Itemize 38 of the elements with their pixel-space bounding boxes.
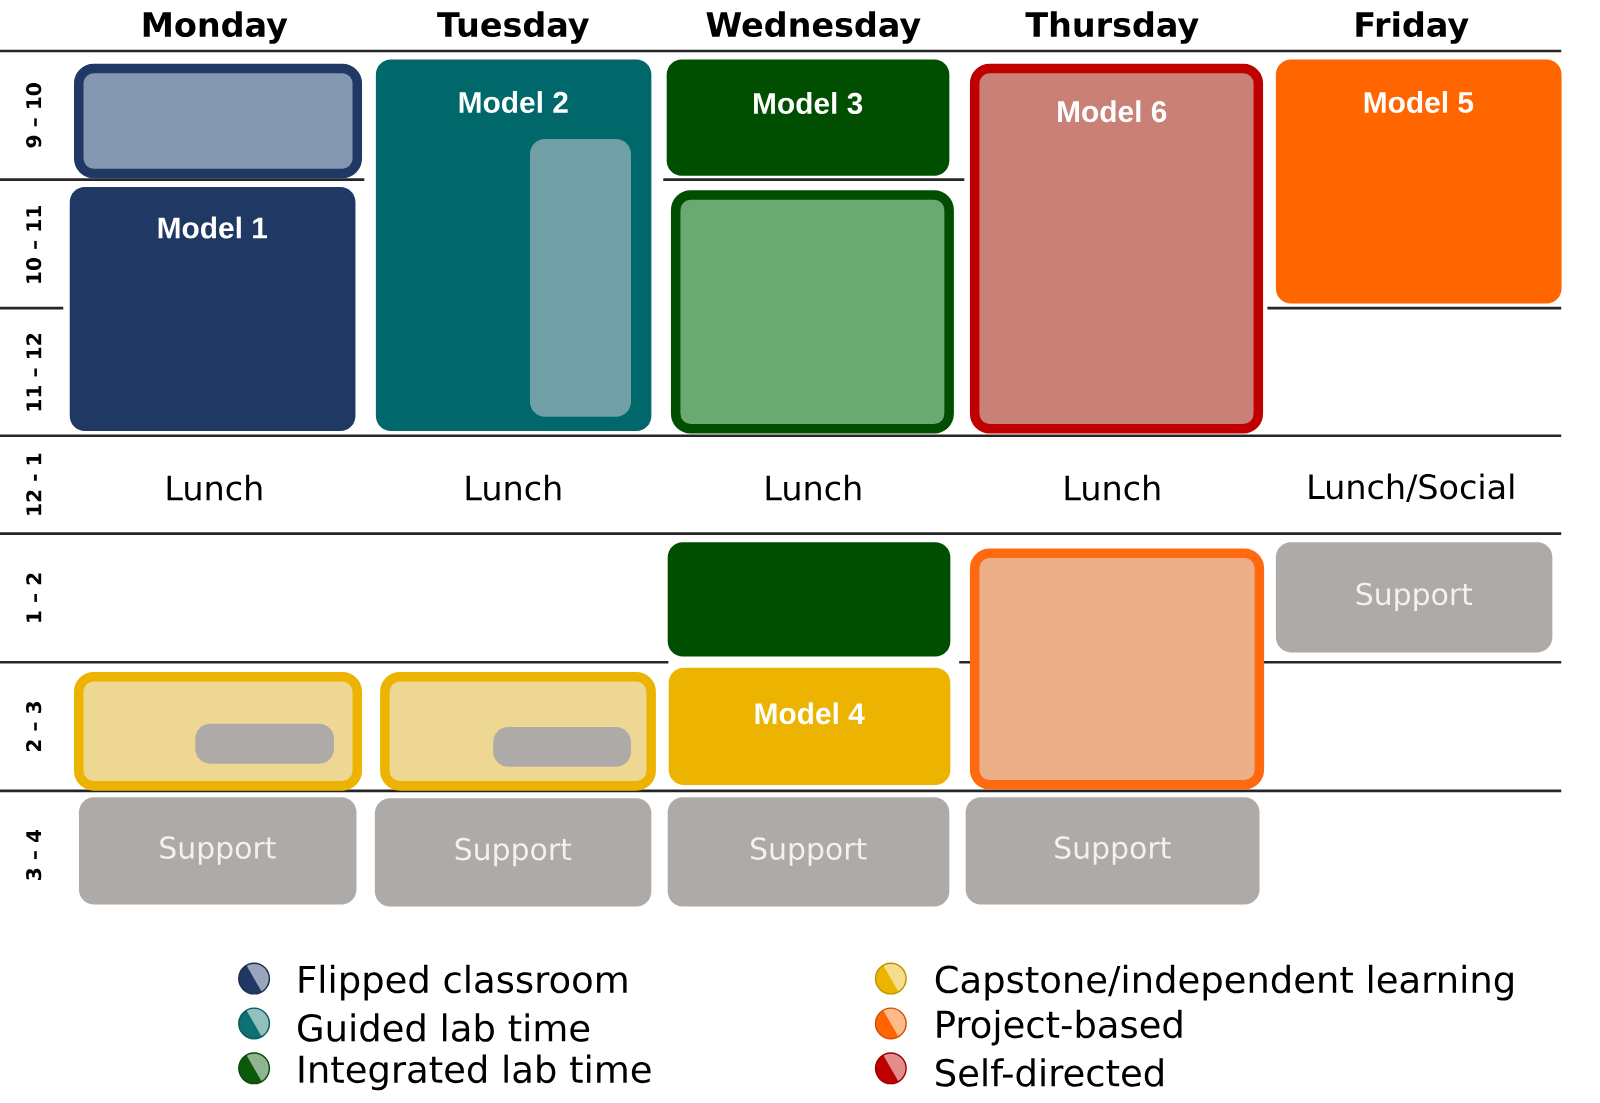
lunch-label: Lunch [1065, 474, 1160, 501]
session-box [969, 548, 1265, 790]
day-header: Wednesday [706, 11, 921, 44]
session-box [493, 726, 631, 767]
legend-text: Capstone/independent learning [935, 964, 1513, 1001]
legend-text: Integrated lab time [299, 1054, 651, 1091]
legend-text: Flipped classroom [299, 964, 627, 1001]
time-label: 12 - 1 [26, 453, 42, 515]
session-box: Support [374, 798, 652, 907]
time-label: 10 – 11 [26, 206, 42, 283]
session-box [74, 63, 363, 179]
day-header: Thursday [1025, 11, 1199, 44]
lunch-label: Lunch [167, 474, 262, 501]
time-label: 1 – 2 [26, 573, 42, 622]
session-box [667, 542, 951, 657]
time-label: 11 – 12 [26, 333, 42, 411]
session-box: Model 5 [1275, 59, 1562, 304]
session-box: Support [965, 797, 1260, 905]
session-box: Model 1 [69, 187, 356, 431]
time-label: 2 – 3 [26, 701, 42, 752]
session-box [670, 190, 954, 434]
lunch-label: Lunch [766, 474, 861, 501]
day-header: Tuesday [437, 11, 589, 44]
session-box: Model 4 [668, 667, 951, 785]
session-box [529, 139, 631, 417]
session-box [195, 723, 334, 764]
session-box: Support [1275, 542, 1553, 653]
legend-text: Self-directed [936, 1058, 1163, 1087]
legend-text: Project-based [937, 1009, 1182, 1046]
lunch-label: Lunch/Social [1309, 473, 1514, 502]
time-label: 3 – 4 [26, 829, 42, 880]
session-box: Support [667, 797, 950, 907]
session-box: Model 6 [969, 63, 1264, 434]
lunch-label: Lunch [466, 474, 561, 501]
time-label: 9 – 10 [26, 83, 42, 148]
session-box: Support [78, 797, 357, 905]
session-box: Model 3 [666, 59, 950, 176]
legend-text: Guided lab time [298, 1013, 590, 1042]
